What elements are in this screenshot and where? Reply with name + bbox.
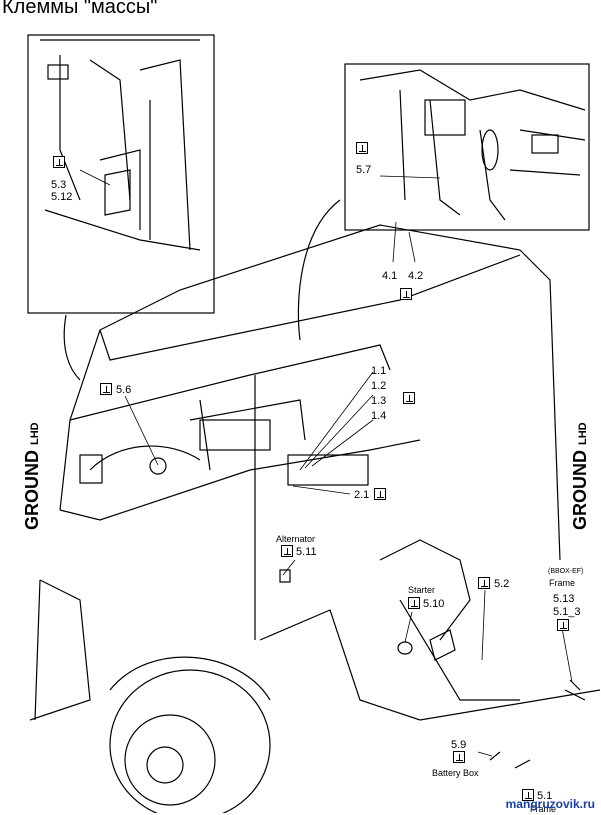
callout-5-13: 5.13 <box>553 593 575 605</box>
inset-right-detail <box>344 63 590 231</box>
callout-5-12: 5.12 <box>51 191 73 203</box>
callout-5-7: 5.7 <box>356 164 372 176</box>
lhd-text: LHD <box>29 422 41 445</box>
callout-1-3: 1.3 <box>371 395 387 407</box>
callout-5-10: 5.10 <box>423 598 445 610</box>
frame-label: Frame <box>549 578 576 588</box>
ground-symbol <box>453 751 465 763</box>
callout-5-3: 5.3 <box>51 179 67 191</box>
callout-5-1-3: 5.1_3 <box>553 606 581 618</box>
ground-symbol <box>356 142 368 154</box>
ground-text: GROUND <box>570 450 590 530</box>
ground-symbol <box>557 619 569 631</box>
front-wheel <box>109 656 271 813</box>
ground-lhd-right: GROUND LHD <box>570 422 591 530</box>
callout-1-4: 1.4 <box>371 410 387 422</box>
callout-4-1: 4.1 <box>382 270 398 282</box>
callout-1-2: 1.2 <box>371 380 387 392</box>
ground-symbol <box>100 383 112 395</box>
starter-label: Starter <box>408 585 436 595</box>
bbox-label: (BBOX-EF) <box>548 568 584 575</box>
ground-symbol <box>408 597 420 609</box>
ground-symbol <box>478 577 490 589</box>
ground-symbol <box>281 545 293 557</box>
battery-box-label: Battery Box <box>432 768 479 778</box>
cab-outline <box>29 224 601 721</box>
callout-5-1: 5.1 <box>537 790 553 802</box>
ground-symbol <box>403 392 415 404</box>
ground-lhd-left: GROUND LHD <box>22 422 43 530</box>
ground-symbol <box>400 288 412 300</box>
frame-bottom-label: Frame <box>530 804 557 814</box>
ground-symbol <box>522 789 534 801</box>
callout-2-1: 2.1 <box>354 489 370 501</box>
ground-text: GROUND <box>22 450 42 530</box>
callout-1-1: 1.1 <box>371 365 387 377</box>
page-title: Клеммы "массы" <box>2 0 158 18</box>
ground-symbol <box>374 488 386 500</box>
callout-4-2: 4.2 <box>408 270 424 282</box>
ground-symbol <box>53 156 65 168</box>
watermark: mangruzovik.ru <box>505 797 595 811</box>
callout-5-11: 5.11 <box>296 546 317 558</box>
lhd-text: LHD <box>577 422 589 445</box>
inset-left-detail <box>27 34 215 314</box>
callout-5-9: 5.9 <box>451 739 467 751</box>
alternator-label: Alternator <box>276 534 316 544</box>
callout-5-6: 5.6 <box>116 384 132 396</box>
callout-5-2: 5.2 <box>494 578 510 590</box>
